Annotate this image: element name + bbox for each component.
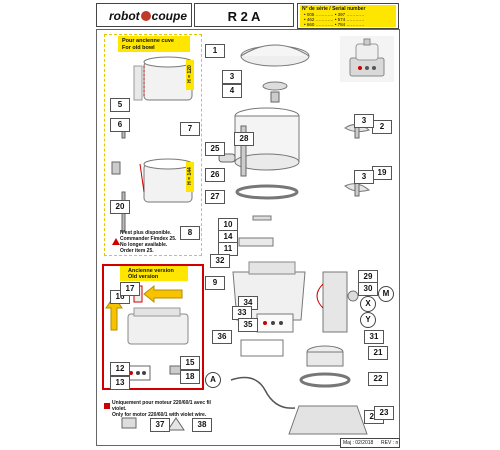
part-label: 12	[110, 362, 130, 376]
old-version-title-en: Old version	[128, 274, 159, 280]
note-line: No longer available.	[120, 242, 168, 248]
part-label: 19	[372, 166, 392, 180]
part-label: 5	[110, 98, 130, 112]
part-label: 8	[180, 226, 200, 240]
height-label-top	[186, 60, 194, 90]
part-label: 3	[354, 114, 374, 128]
old-version-title-fr: Ancienne version	[128, 268, 174, 274]
footer-rev: REV : n	[381, 440, 399, 446]
model-title: R 2 A	[227, 9, 261, 24]
serial-line: • 660 ………… • 784 …………	[304, 22, 365, 27]
part-label: 25	[205, 142, 225, 156]
part-label: 6	[110, 118, 130, 132]
brand-text-left: robot	[109, 9, 140, 23]
note-line: Commander Fimdex 25.	[120, 236, 177, 242]
motor-note: Uniquement pour moteur 220/60/1 avec fil…	[112, 400, 222, 418]
brand-logo: robot coupe	[109, 9, 187, 23]
part-label: 33	[232, 306, 252, 320]
note-line: Order item 25.	[120, 248, 154, 254]
part-label: 21	[368, 346, 388, 360]
part-label: 31	[364, 330, 384, 344]
violet-wire-parts	[121, 417, 185, 431]
note-line: N'est plus disponible.	[120, 230, 172, 236]
footer-date: Maj : 02/2018	[343, 440, 374, 446]
old-bowl-title-en: For old bowl	[122, 45, 155, 51]
part-label: 17	[120, 282, 140, 296]
part-label: 37	[150, 418, 170, 432]
old-version-drawings	[105, 284, 189, 381]
discontinued-note: N'est plus disponible. Commander Fimdex …	[120, 230, 200, 254]
part-label: 18	[180, 370, 200, 384]
part-label: 4	[222, 84, 242, 98]
brand-text-right: coupe	[151, 9, 187, 23]
part-label: 2	[372, 120, 392, 134]
old-version-header: Ancienne version Old version	[120, 266, 188, 281]
part-label: 13	[110, 376, 130, 390]
part-label: 35	[238, 318, 258, 332]
circle-marker-x: X	[360, 296, 376, 312]
part-label: 28	[234, 132, 254, 146]
part-label: 27	[205, 190, 225, 204]
part-label: 36	[212, 330, 232, 344]
model-box: R 2 A	[194, 3, 294, 27]
part-label: 1	[205, 44, 225, 58]
part-label: 32	[210, 254, 230, 268]
serial-panel: N° de série / Serial number • 005 ………… •…	[300, 5, 396, 27]
height-label-bottom	[186, 162, 194, 192]
serial-line: • 005 ………… • 397 …………	[304, 12, 365, 17]
old-bowl-header: Pour ancienne cuve For old bowl	[118, 36, 190, 52]
footer-bar: Maj : 02/2018 REV : n	[340, 438, 400, 448]
circle-marker-m: M	[378, 286, 394, 302]
motor-note-fr: Uniquement pour moteur 220/60/1 avec fil…	[112, 400, 211, 412]
motor-note-en: Only for motor 220/60/1 with violet wire…	[112, 412, 207, 418]
old-bowl-title-fr: Pour ancienne cuve	[122, 38, 174, 44]
motor-note-icon	[104, 403, 110, 409]
part-label: 15	[180, 356, 200, 370]
part-label: 14	[218, 230, 238, 244]
exploded-view-drawing	[218, 44, 371, 435]
part-label: 26	[205, 168, 225, 182]
part-label: 20	[110, 200, 130, 214]
old-bowl-section	[104, 34, 202, 256]
brand-box: robot coupe	[96, 3, 192, 27]
part-label: 23	[374, 406, 394, 420]
serial-title: N° de série / Serial number	[302, 6, 366, 12]
height-label-top-text: H = 120	[186, 65, 193, 83]
part-label: 7	[180, 122, 200, 136]
part-label: 3	[222, 70, 242, 84]
serial-line: • 462 ………… • 574 …………	[304, 17, 365, 22]
food-processor-image	[349, 38, 385, 77]
brand-swirl-icon	[140, 11, 151, 21]
part-label: 38	[192, 418, 212, 432]
serial-box: N° de série / Serial number • 005 ………… •…	[297, 3, 399, 29]
part-label: 9	[205, 276, 225, 290]
warning-triangle-icon	[112, 238, 120, 245]
part-label: 22	[368, 372, 388, 386]
part-label: 3	[354, 170, 374, 184]
product-thumbnail	[340, 36, 394, 82]
old-version-section	[102, 264, 204, 390]
circle-marker-y: Y	[360, 312, 376, 328]
part-label: 30	[358, 282, 378, 296]
circle-marker-a: A	[205, 372, 221, 388]
height-label-bottom-text: H = 144	[186, 167, 193, 185]
